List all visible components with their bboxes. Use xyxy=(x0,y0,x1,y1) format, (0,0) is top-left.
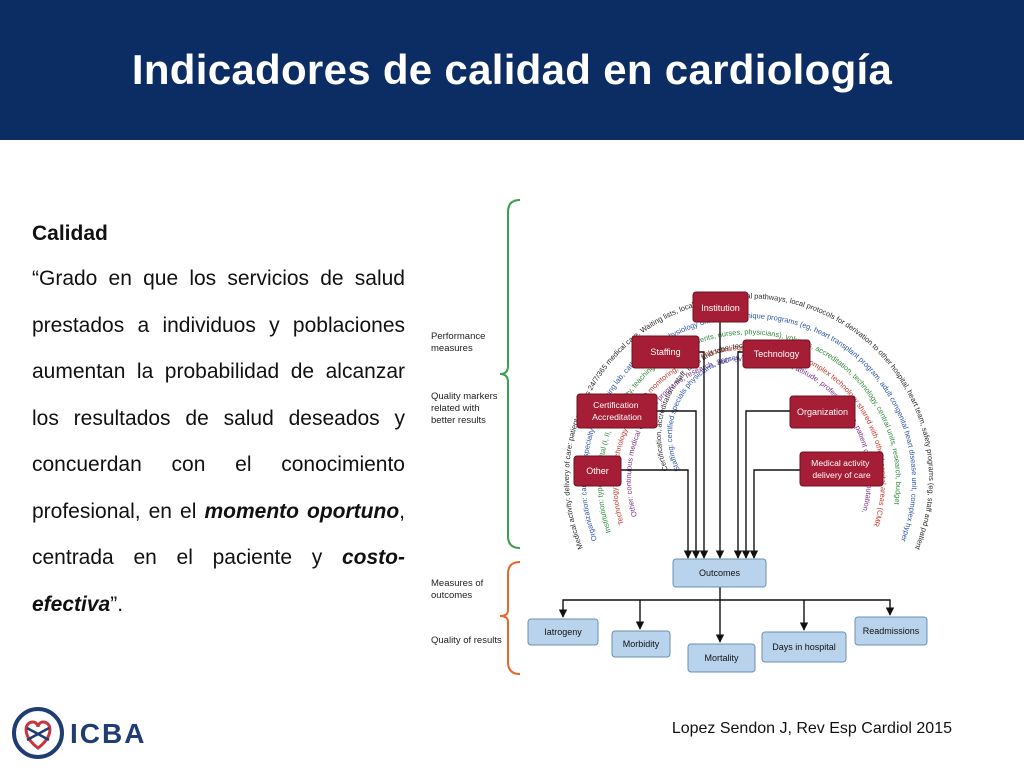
label-performance-measures: Performance measures xyxy=(431,331,488,354)
svg-text:Institution: Institution xyxy=(701,303,740,313)
svg-text:Mortality: Mortality xyxy=(704,653,739,663)
svg-text:Days in hospital: Days in hospital xyxy=(772,642,836,652)
icba-logo: ICBA xyxy=(12,707,146,759)
svg-text:Other: Other xyxy=(586,466,609,476)
definition-emphasis-1: momento oportuno xyxy=(204,499,400,523)
result-box-mortality: Mortality xyxy=(687,643,756,673)
label-measures-of-outcomes: Measures of outcomes xyxy=(431,578,486,601)
svg-text:Technology: Technology xyxy=(754,349,800,359)
performance-brace xyxy=(499,199,521,549)
svg-text:Medical activity deliver: Medical activity delivery of care xyxy=(811,458,872,480)
svg-text:Organization: Organization xyxy=(797,407,848,417)
svg-text:Morbidity: Morbidity xyxy=(623,639,660,649)
svg-text:Certification Accreditat: Certification Accreditation xyxy=(592,400,642,422)
result-box-iatrogeny: Iatrogeny xyxy=(527,618,599,646)
svg-text:Outcomes: Outcomes xyxy=(699,568,741,578)
svg-text:Readmissions: Readmissions xyxy=(863,626,920,636)
definition-text-3: ”. xyxy=(110,592,124,616)
red-box-organization: Organization xyxy=(789,395,856,429)
label-quality-of-results: Quality of results xyxy=(431,635,502,646)
result-box-morbidity: Morbidity xyxy=(611,630,671,658)
title-bar: Indicadores de calidad en cardiología xyxy=(0,0,1024,140)
heart-knot-icon xyxy=(24,720,52,750)
red-box-staffing: Staffing xyxy=(631,335,700,369)
red-box-technology: Technology xyxy=(742,339,811,369)
outcomes-box: Outcomes xyxy=(672,558,767,588)
red-box-certification: Certification Accreditation xyxy=(576,393,658,429)
slide-title: Indicadores de calidad en cardiología xyxy=(131,46,893,93)
connectors xyxy=(558,322,895,643)
definition-emphasis-2: costo-efectiva xyxy=(32,546,405,616)
heart-ring-icon xyxy=(12,707,64,759)
red-box-medical-activity: Medical activity delivery of care xyxy=(799,451,884,487)
definition-text-2: , centrada en el paciente y xyxy=(32,499,406,570)
red-box-institution: Institution xyxy=(692,291,749,323)
result-box-days-in-hospital: Days in hospital xyxy=(761,631,847,663)
citation: Lopez Sendon J, Rev Esp Cardiol 2015 xyxy=(671,720,952,737)
quality-definition: Calidad “Grado en que los servicios de s… xyxy=(32,212,405,628)
svg-text:Iatrogeny: Iatrogeny xyxy=(544,627,582,637)
label-quality-markers: Quality markers related with better resu… xyxy=(431,391,500,426)
definition-heading: Calidad xyxy=(32,222,108,245)
logo-text: ICBA xyxy=(70,718,146,749)
outcomes-brace xyxy=(499,561,521,675)
red-box-other: Other xyxy=(573,455,622,487)
quality-diagram: Performance measures Quality markers rel… xyxy=(420,178,936,675)
definition-text-1: “Grado en que los servicios de salud pre… xyxy=(32,267,405,523)
svg-text:Staffing: Staffing xyxy=(650,347,680,357)
result-box-readmissions: Readmissions xyxy=(854,616,928,646)
